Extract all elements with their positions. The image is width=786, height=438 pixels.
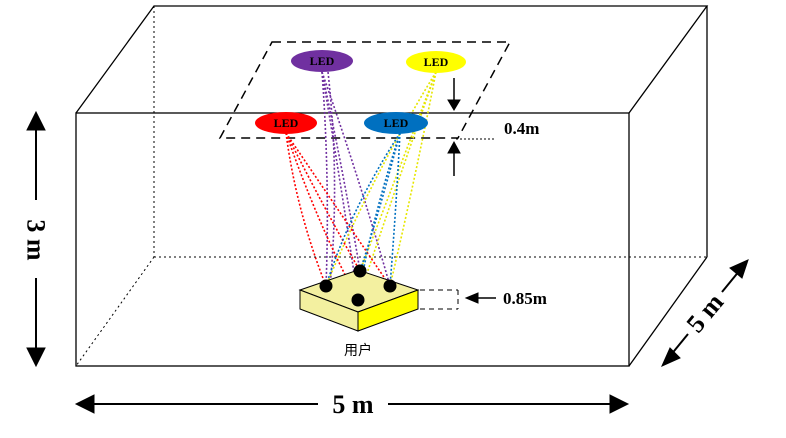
room-box	[75, 5, 709, 367]
receiver-right	[383, 279, 397, 293]
led-red-label: LED	[274, 116, 299, 130]
room-hidden-edges	[75, 6, 707, 367]
purple-led-rays	[321, 71, 391, 301]
led-drop-indicator	[447, 78, 494, 176]
user-label: 用户	[344, 342, 372, 359]
height-dimension-arrow	[26, 110, 46, 368]
led-yellow-label: LED	[424, 55, 449, 69]
width-dimension-arrow	[74, 394, 630, 414]
led-blue: LED	[364, 112, 428, 134]
yellow-led-rays	[325, 71, 437, 301]
receiver-front	[351, 293, 365, 307]
receiver-back	[353, 264, 367, 278]
led-drop-label: 0.4m	[504, 119, 539, 138]
led-blue-label: LED	[384, 116, 409, 130]
led-purple: LED	[291, 50, 353, 72]
led-purple-label: LED	[310, 54, 335, 68]
height-label: 3 m	[22, 219, 51, 261]
depth-dimension-arrow	[661, 259, 749, 367]
led-yellow: LED	[406, 51, 466, 73]
width-label: 5 m	[332, 390, 374, 419]
user-height-label: 0.85m	[503, 289, 547, 308]
led-plane	[218, 41, 512, 139]
receiver-left	[319, 279, 333, 293]
depth-label: 5 m	[681, 288, 730, 338]
led-red: LED	[255, 112, 317, 134]
receivers	[319, 264, 397, 307]
user-height-indicator	[420, 289, 496, 310]
